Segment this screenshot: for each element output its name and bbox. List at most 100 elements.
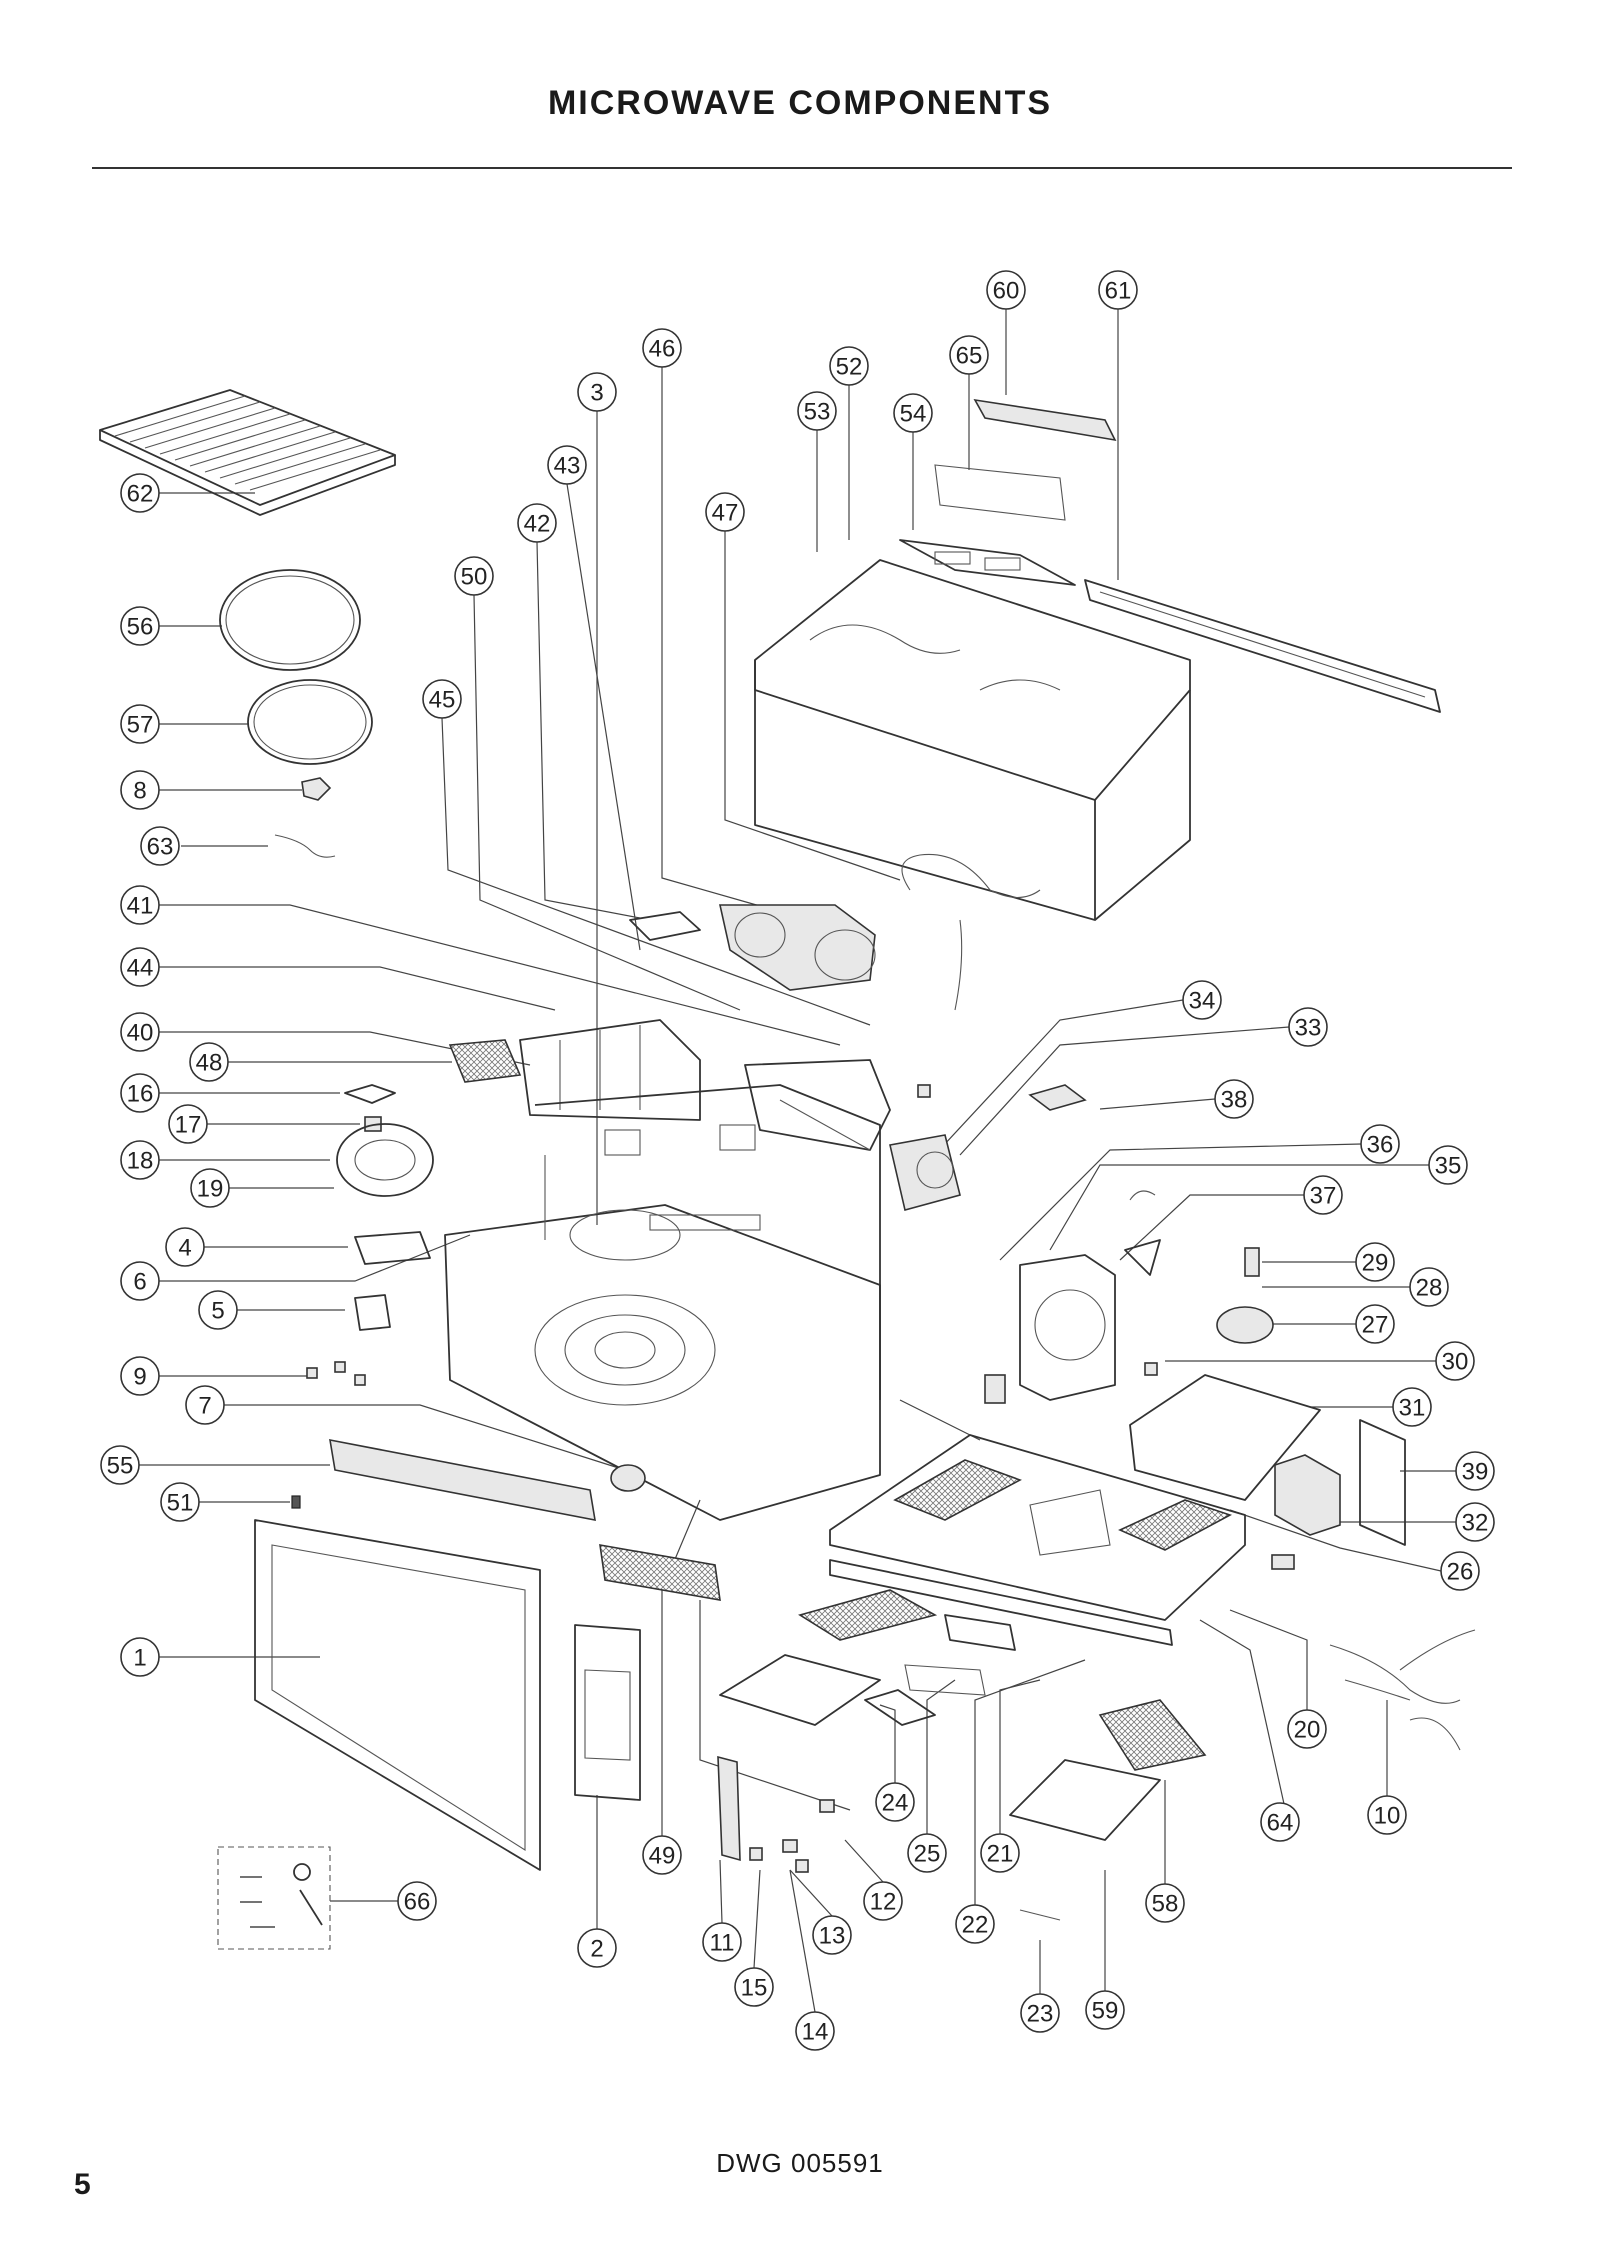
callout-23: 23	[1020, 1993, 1060, 2033]
callout-number: 10	[1374, 1803, 1401, 1830]
callout-circle	[120, 1637, 160, 1677]
callout-number: 29	[1362, 1250, 1389, 1277]
callout-number: 17	[175, 1112, 202, 1139]
callout-number: 54	[900, 401, 927, 428]
callout-layer: 1234567891011121314151617181920212223242…	[100, 270, 1495, 2051]
callout-circle	[795, 2011, 835, 2051]
page-title: MICROWAVE COMPONENTS	[547, 84, 1053, 122]
callout-35: 35	[1428, 1145, 1468, 1185]
callout-12: 12	[863, 1881, 903, 1921]
callout-14: 14	[795, 2011, 835, 2051]
callout-29: 29	[1355, 1242, 1395, 1282]
drawing-number: DWG 005591	[716, 2148, 884, 2178]
callout-40: 40	[120, 1012, 160, 1052]
callout-43: 43	[547, 445, 587, 485]
callout-54: 54	[893, 393, 933, 433]
callout-24: 24	[875, 1782, 915, 1822]
vent-grille	[899, 539, 1076, 586]
waveguide-cover	[354, 1231, 431, 1265]
charcoal-filter	[629, 911, 701, 941]
callout-number: 61	[1105, 278, 1132, 305]
capacitor-cover	[1359, 1419, 1406, 1546]
light-cover	[864, 1689, 936, 1726]
high-voltage-transformer	[1274, 1454, 1341, 1536]
callout-circle	[705, 492, 745, 532]
callout-6: 6	[120, 1261, 160, 1301]
callout-number: 58	[1152, 1891, 1179, 1918]
door-switch-primary	[819, 1799, 835, 1813]
mounting-rail	[1084, 579, 1441, 713]
callout-44: 44	[120, 947, 160, 987]
callout-number: 13	[819, 1923, 846, 1950]
parts	[99, 389, 1476, 1950]
callout-circle	[547, 445, 587, 485]
shield-plate	[354, 1294, 391, 1331]
callout-circle	[120, 1356, 160, 1396]
callout-number: 62	[127, 481, 154, 508]
lower-vent-grille	[599, 1544, 721, 1601]
callout-22: 22	[955, 1904, 995, 1944]
callout-circle	[875, 1782, 915, 1822]
antenna-cover	[336, 1123, 434, 1197]
hinge-screws	[306, 1361, 366, 1386]
callout-circle	[907, 1833, 947, 1873]
callout-number: 19	[197, 1176, 224, 1203]
callout-number: 30	[1442, 1349, 1469, 1376]
light-lens	[904, 1664, 986, 1696]
grease-filter-small	[448, 1039, 522, 1083]
callout-52: 52	[829, 346, 869, 386]
callout-circle	[1288, 1007, 1328, 1047]
noise-filter	[1271, 1554, 1295, 1570]
callout-circle	[829, 346, 869, 386]
callout-9: 9	[120, 1356, 160, 1396]
callout-circle	[454, 556, 494, 596]
glass-turntable	[219, 569, 361, 671]
thermal-fuse	[1244, 1247, 1260, 1277]
callout-47: 47	[705, 492, 745, 532]
callout-number: 23	[1027, 2001, 1054, 2028]
callout-circle	[1392, 1387, 1432, 1427]
filter-frame-right	[1009, 1759, 1161, 1841]
callout-number: 66	[404, 1889, 431, 1916]
top-vent-cover	[973, 398, 1117, 442]
outer-cabinet	[754, 559, 1191, 921]
callout-64: 64	[1260, 1802, 1300, 1842]
callout-38: 38	[1214, 1079, 1254, 1119]
callout-19: 19	[190, 1168, 230, 1208]
callout-circle	[642, 328, 682, 368]
callout-number: 63	[147, 834, 174, 861]
callout-15: 15	[734, 1967, 774, 2007]
callout-circle	[120, 1261, 160, 1301]
control-panel	[574, 1624, 641, 1801]
callout-34: 34	[1182, 980, 1222, 1020]
fan-motor-bracket	[1129, 1190, 1156, 1201]
callout-number: 5	[211, 1298, 224, 1325]
callout-number: 27	[1362, 1312, 1389, 1339]
callout-circle	[397, 1881, 437, 1921]
callout-number: 37	[1310, 1183, 1337, 1210]
callout-circle	[812, 1915, 852, 1955]
callout-circle	[1355, 1242, 1395, 1282]
callout-number: 57	[127, 712, 154, 739]
callout-circle	[702, 1922, 742, 1962]
callout-number: 41	[127, 893, 154, 920]
callout-16: 16	[120, 1073, 160, 1113]
callout-circle	[1455, 1502, 1495, 1542]
door-switch-bracket	[717, 1755, 741, 1862]
callout-26: 26	[1440, 1551, 1480, 1591]
callout-circle	[1145, 1883, 1185, 1923]
callout-circle	[1287, 1709, 1327, 1749]
callout-circle	[1360, 1124, 1400, 1164]
callout-8: 8	[120, 770, 160, 810]
callout-number: 33	[1295, 1015, 1322, 1042]
base-plate	[829, 1434, 1246, 1621]
cooling-fan-shroud	[1019, 1254, 1116, 1401]
callout-circle	[1260, 1802, 1300, 1842]
callout-circle	[949, 335, 989, 375]
callout-30: 30	[1435, 1341, 1475, 1381]
callout-number: 8	[133, 778, 146, 805]
callout-number: 31	[1399, 1395, 1426, 1422]
callout-11: 11	[702, 1922, 742, 1962]
cooling-fan-motor	[1216, 1306, 1274, 1344]
callout-number: 44	[127, 955, 154, 982]
